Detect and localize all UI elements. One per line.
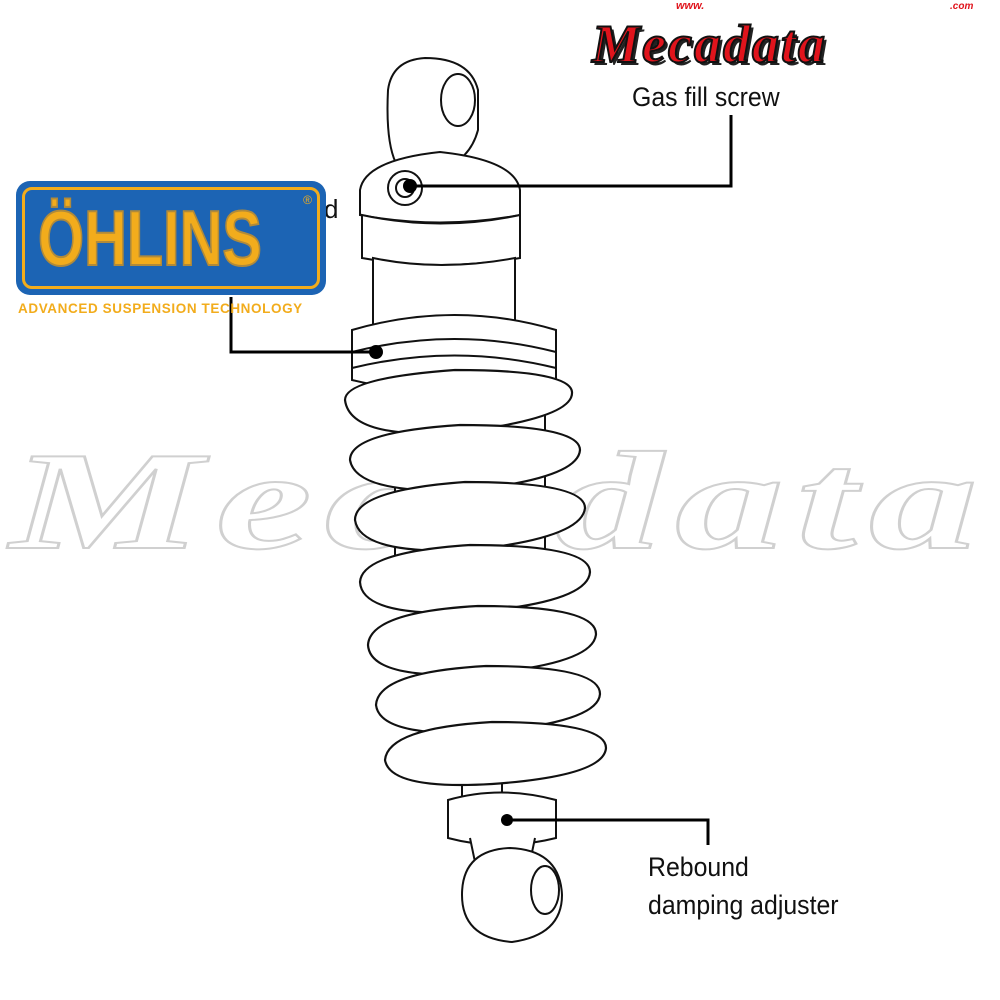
top-eye-hole — [440, 73, 476, 127]
shock-absorber — [343, 56, 608, 944]
gas-fill-dot — [403, 179, 417, 193]
spring — [343, 368, 608, 787]
mecadata-logo-suffix: .com — [950, 1, 974, 12]
ohlins-logo: ÖHLINS ® — [16, 181, 326, 295]
ohlins-logo-border — [22, 187, 320, 289]
rebound-leader — [507, 818, 710, 845]
preload-dot — [369, 345, 383, 359]
upper-body — [361, 213, 521, 266]
spring-coil — [383, 720, 608, 787]
rebound-dot — [501, 814, 513, 826]
ohlins-wordmark: ÖHLINS — [37, 194, 262, 282]
preload-collar-ring — [351, 354, 557, 369]
hidden-label-fragment: d — [324, 194, 338, 224]
gas-fill-screw-label: Gas fill screw — [632, 82, 780, 112]
spring-coil — [358, 543, 592, 614]
spring-coil — [353, 480, 587, 552]
leader-lines — [229, 115, 733, 845]
ohlins-tagline: ADVANCED SUSPENSION TECHNOLOGY — [18, 301, 303, 316]
preload-leader — [229, 297, 376, 354]
mecadata-logo: Mecadata — [591, 14, 827, 74]
spring-coil — [366, 604, 598, 676]
rebound-label-line2: damping adjuster — [648, 890, 839, 920]
gas-fill-leader — [410, 115, 733, 188]
bottom-eye-hole — [530, 865, 560, 915]
mecadata-logo-prefix: www. — [676, 0, 705, 12]
rebound-label-line1: Rebound — [648, 852, 749, 882]
registered-mark: ® — [303, 193, 312, 207]
